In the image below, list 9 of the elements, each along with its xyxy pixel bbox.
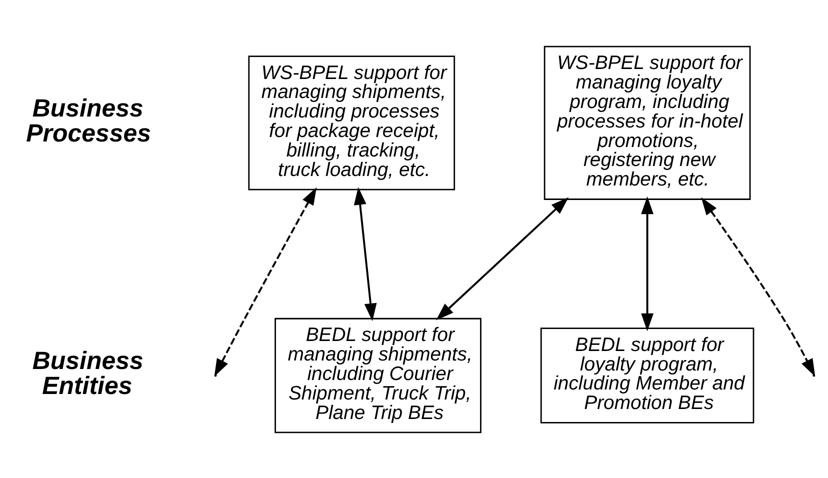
- node-box: BEDL support for managing shipments, including Courier Shipment, Truck Trip, Plane Trip BEs: [274, 317, 482, 433]
- node-box: WS-BPEL support for managing loyalty program, including processes for in-hotel promotions, registering new members, etc.: [544, 45, 751, 200]
- arrow: [436, 196, 569, 320]
- label: Business Processes: [26, 94, 152, 147]
- label: Business Entities: [32, 346, 144, 400]
- node-box: BEDL support for loyalty program, including Member and Promotion BEs: [540, 327, 754, 423]
- node-box: WS-BPEL support for managing shipments, including processes for package receipt, billing, tracking, truck loading, etc.: [248, 55, 456, 190]
- arrow: [354, 186, 377, 321]
- arrow: [641, 196, 654, 331]
